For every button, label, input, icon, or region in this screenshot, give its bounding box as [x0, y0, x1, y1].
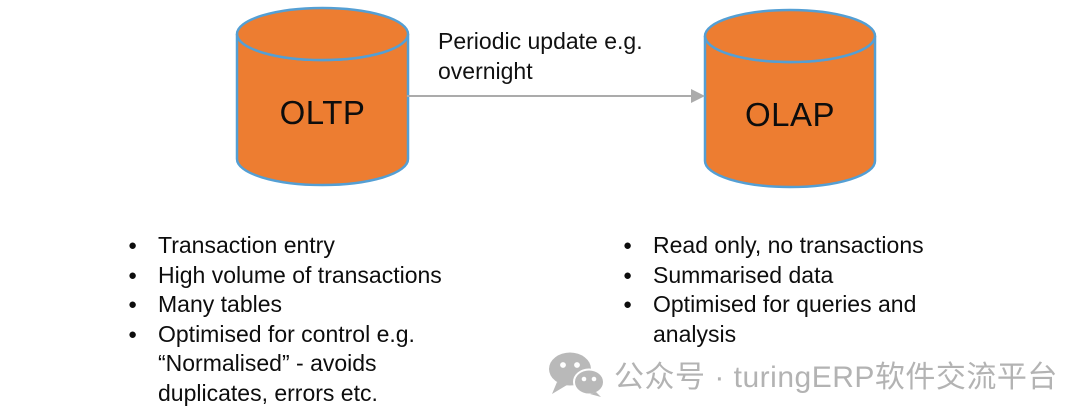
list-item-text: Many tables [158, 291, 283, 317]
bullet-icon: ● [128, 237, 138, 254]
database-cylinder-icon [235, 6, 410, 187]
olap-label: OLAP [744, 96, 836, 133]
list-item: ● High volume of transactions [128, 261, 508, 291]
watermark-text: 公众号 · turingERP软件交流平台 [614, 361, 1058, 394]
database-cylinder-icon [703, 8, 877, 189]
list-item-text: Read only, no transactions [653, 232, 924, 258]
bullet-icon: ● [128, 266, 138, 284]
list-item: ● Read only, no transactions [623, 231, 1003, 261]
arrow-right-icon [407, 89, 705, 103]
bullet-icon: ● [623, 237, 633, 254]
oltp-label: OLTP [279, 94, 366, 131]
wechat-icon [549, 352, 605, 397]
watermark: 公众号 · turingERP软件交流平台 [548, 351, 1058, 397]
bullet-icon: ● [128, 296, 138, 313]
list-item: ● Summarised data [623, 261, 1003, 291]
arrow-label: Periodic update e.g. overnight [438, 28, 643, 84]
bullet-icon: ● [623, 266, 633, 284]
oltp-cylinder: OLTP [235, 6, 410, 187]
oltp-bullet-list: ● Transaction entry ● High volume of tra… [128, 231, 508, 408]
list-item-text: Transaction entry [158, 232, 335, 258]
list-item: ● Many tables [128, 290, 508, 320]
list-item: ● Optimised for control e.g. “Normalised… [128, 320, 508, 409]
list-item-text: Optimised for control e.g. “Normalised” … [158, 320, 415, 406]
list-item-text: High volume of transactions [158, 261, 442, 288]
bullet-icon: ● [128, 325, 138, 343]
olap-cylinder: OLAP [703, 8, 877, 189]
list-item-text: Summarised data [653, 261, 834, 288]
olap-bullet-list: ● Read only, no transactions ● Summarise… [623, 231, 1003, 349]
list-item: ● Transaction entry [128, 231, 508, 261]
bullet-icon: ● [623, 296, 633, 313]
list-item: ● Optimised for queries and analysis [623, 290, 1003, 349]
list-item-text: Optimised for queries and analysis [653, 291, 917, 347]
